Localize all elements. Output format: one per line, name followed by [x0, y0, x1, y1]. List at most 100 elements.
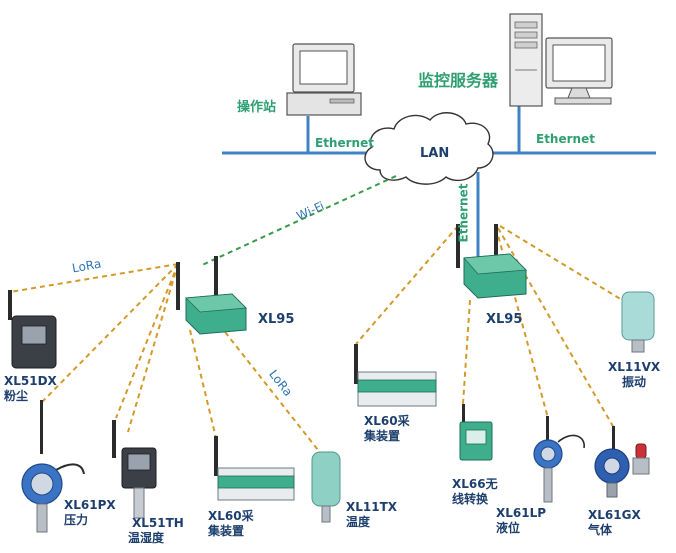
- lora-link-xl51th-b: [127, 263, 179, 433]
- xl61px-stem: [36, 503, 48, 533]
- xl60-left-band: [217, 475, 295, 489]
- server-label: 监控服务器: [418, 71, 499, 90]
- gateway-left-device: [176, 256, 247, 335]
- xl11tx-desc-label: 温度: [346, 515, 371, 529]
- monitoring-server: [509, 13, 613, 107]
- lora-link-xl61gx: [497, 227, 615, 429]
- lora-link-xl51dx: [9, 263, 179, 293]
- xl11vx-desc-label: 振动: [622, 375, 647, 389]
- xl60-left-desc-label: 集装置: [208, 524, 245, 538]
- xl61gx-stem: [606, 482, 618, 498]
- xl11tx-base: [321, 505, 331, 523]
- xl51dx-antenna: [8, 290, 12, 320]
- xl61px-desc-label: 压力: [64, 513, 89, 527]
- xl61gx-model-label: XL61GX: [588, 508, 641, 522]
- xl60-left-antenna: [214, 436, 218, 476]
- xl66-model-label: XL66无: [452, 477, 498, 491]
- lora-link-xl61px: [41, 263, 179, 403]
- xl60-right-desc-label: 集装置: [364, 429, 401, 443]
- xl60-left-device: [214, 436, 295, 501]
- xl61lp-cable: [557, 434, 585, 449]
- xl51th-display: [127, 453, 151, 471]
- server-bay-1: [514, 21, 538, 29]
- gateway-left-antenna-1: [176, 262, 180, 310]
- xl61px-device: [21, 400, 85, 533]
- gateway-left-label: XL95: [258, 312, 295, 327]
- server-bay-3: [514, 41, 538, 49]
- xl51th-model-label: XL51TH: [132, 516, 184, 530]
- xl66-antenna: [462, 404, 465, 424]
- xl11vx-device: [621, 291, 655, 353]
- xl61px-antenna: [40, 400, 43, 454]
- cloud-shape: [364, 112, 494, 185]
- lan-label: LAN: [420, 146, 450, 161]
- operator-pc-case: [286, 92, 362, 116]
- xl60-left-model-label: XL60采: [208, 509, 254, 523]
- gateway-right-antenna-1: [456, 224, 460, 268]
- xl61lp-device: [533, 416, 585, 503]
- server-tower: [509, 13, 543, 107]
- xl61gx-alarm-lamp: [635, 443, 647, 459]
- server-monitor-stand: [567, 87, 591, 99]
- lora-link-xl60-right: [355, 225, 459, 345]
- xl61gx-desc-label: 气体: [588, 523, 613, 537]
- xl60-right-antenna: [354, 344, 358, 384]
- xl60-right-model-label: XL60采: [364, 414, 410, 428]
- xl11vx-model-label: XL11VX: [608, 360, 661, 374]
- xl66-panel: [465, 429, 487, 445]
- lora-link-xl11tx: [213, 317, 319, 451]
- gateway-right-device: [456, 224, 527, 299]
- xl61lp-face: [540, 446, 556, 462]
- ethernet-right-label: Ethernet: [536, 132, 595, 146]
- xl61gx-device: [594, 426, 650, 498]
- gateway-right-face: [463, 253, 527, 275]
- xl61lp-model-label: XL61LP: [496, 506, 547, 520]
- xl11vx-body: [621, 291, 655, 341]
- lora-link-xl61lp: [495, 227, 549, 419]
- xl51dx-model-label: XL51DX: [4, 374, 57, 388]
- gateway-right-label: XL95: [486, 312, 523, 327]
- xl51th-antenna: [112, 420, 116, 458]
- operator-workstation: [286, 43, 362, 116]
- operator-drive-bay: [329, 98, 355, 104]
- xl11tx-device: [311, 451, 341, 523]
- operator-station-label: 操作站: [237, 100, 277, 115]
- ethernet-vertical-label: Ethernet: [456, 183, 471, 243]
- xl61gx-face: [603, 457, 621, 475]
- server-screen: [552, 44, 606, 82]
- xl61px-face: [30, 472, 54, 496]
- lora-link-xl11vx: [499, 225, 633, 307]
- xl60-right-device: [354, 344, 437, 407]
- xl61lp-probe: [543, 467, 553, 503]
- xl61gx-alarm-base: [632, 457, 650, 475]
- xl51dx-desc-label: 粉尘: [4, 389, 29, 403]
- lora-link-xl66: [462, 299, 471, 405]
- xl61gx-antenna: [612, 426, 615, 452]
- lan-cloud: [364, 112, 494, 185]
- xl51th-desc-label: 温湿度: [128, 531, 165, 545]
- xl61lp-antenna: [546, 416, 549, 440]
- xl51dx-device: [8, 290, 57, 369]
- xl51th-device: [112, 420, 157, 519]
- lora-link-xl60-left: [189, 329, 217, 439]
- wifi-link: [199, 175, 397, 267]
- lora-link-xl51th: [115, 263, 179, 419]
- gateway-right-antenna-2: [494, 224, 498, 264]
- xl51th-probe: [133, 487, 145, 519]
- gateway-left-face: [185, 293, 247, 313]
- ethernet-left-label: Ethernet: [315, 136, 374, 150]
- xl11vx-base: [631, 339, 645, 353]
- gateway-left-antenna-2: [214, 256, 218, 306]
- xl60-right-band: [357, 379, 437, 393]
- xl61px-cable: [55, 463, 85, 475]
- xl11tx-model-label: XL11TX: [346, 500, 398, 514]
- xl66-desc-label: 线转换: [452, 492, 489, 506]
- xl61px-model-label: XL61PX: [64, 498, 116, 512]
- lora-links-left: [9, 263, 319, 451]
- xl51dx-display: [21, 325, 47, 345]
- operator-screen: [299, 50, 348, 85]
- xl11tx-body: [311, 451, 341, 507]
- server-bay-2: [514, 31, 538, 39]
